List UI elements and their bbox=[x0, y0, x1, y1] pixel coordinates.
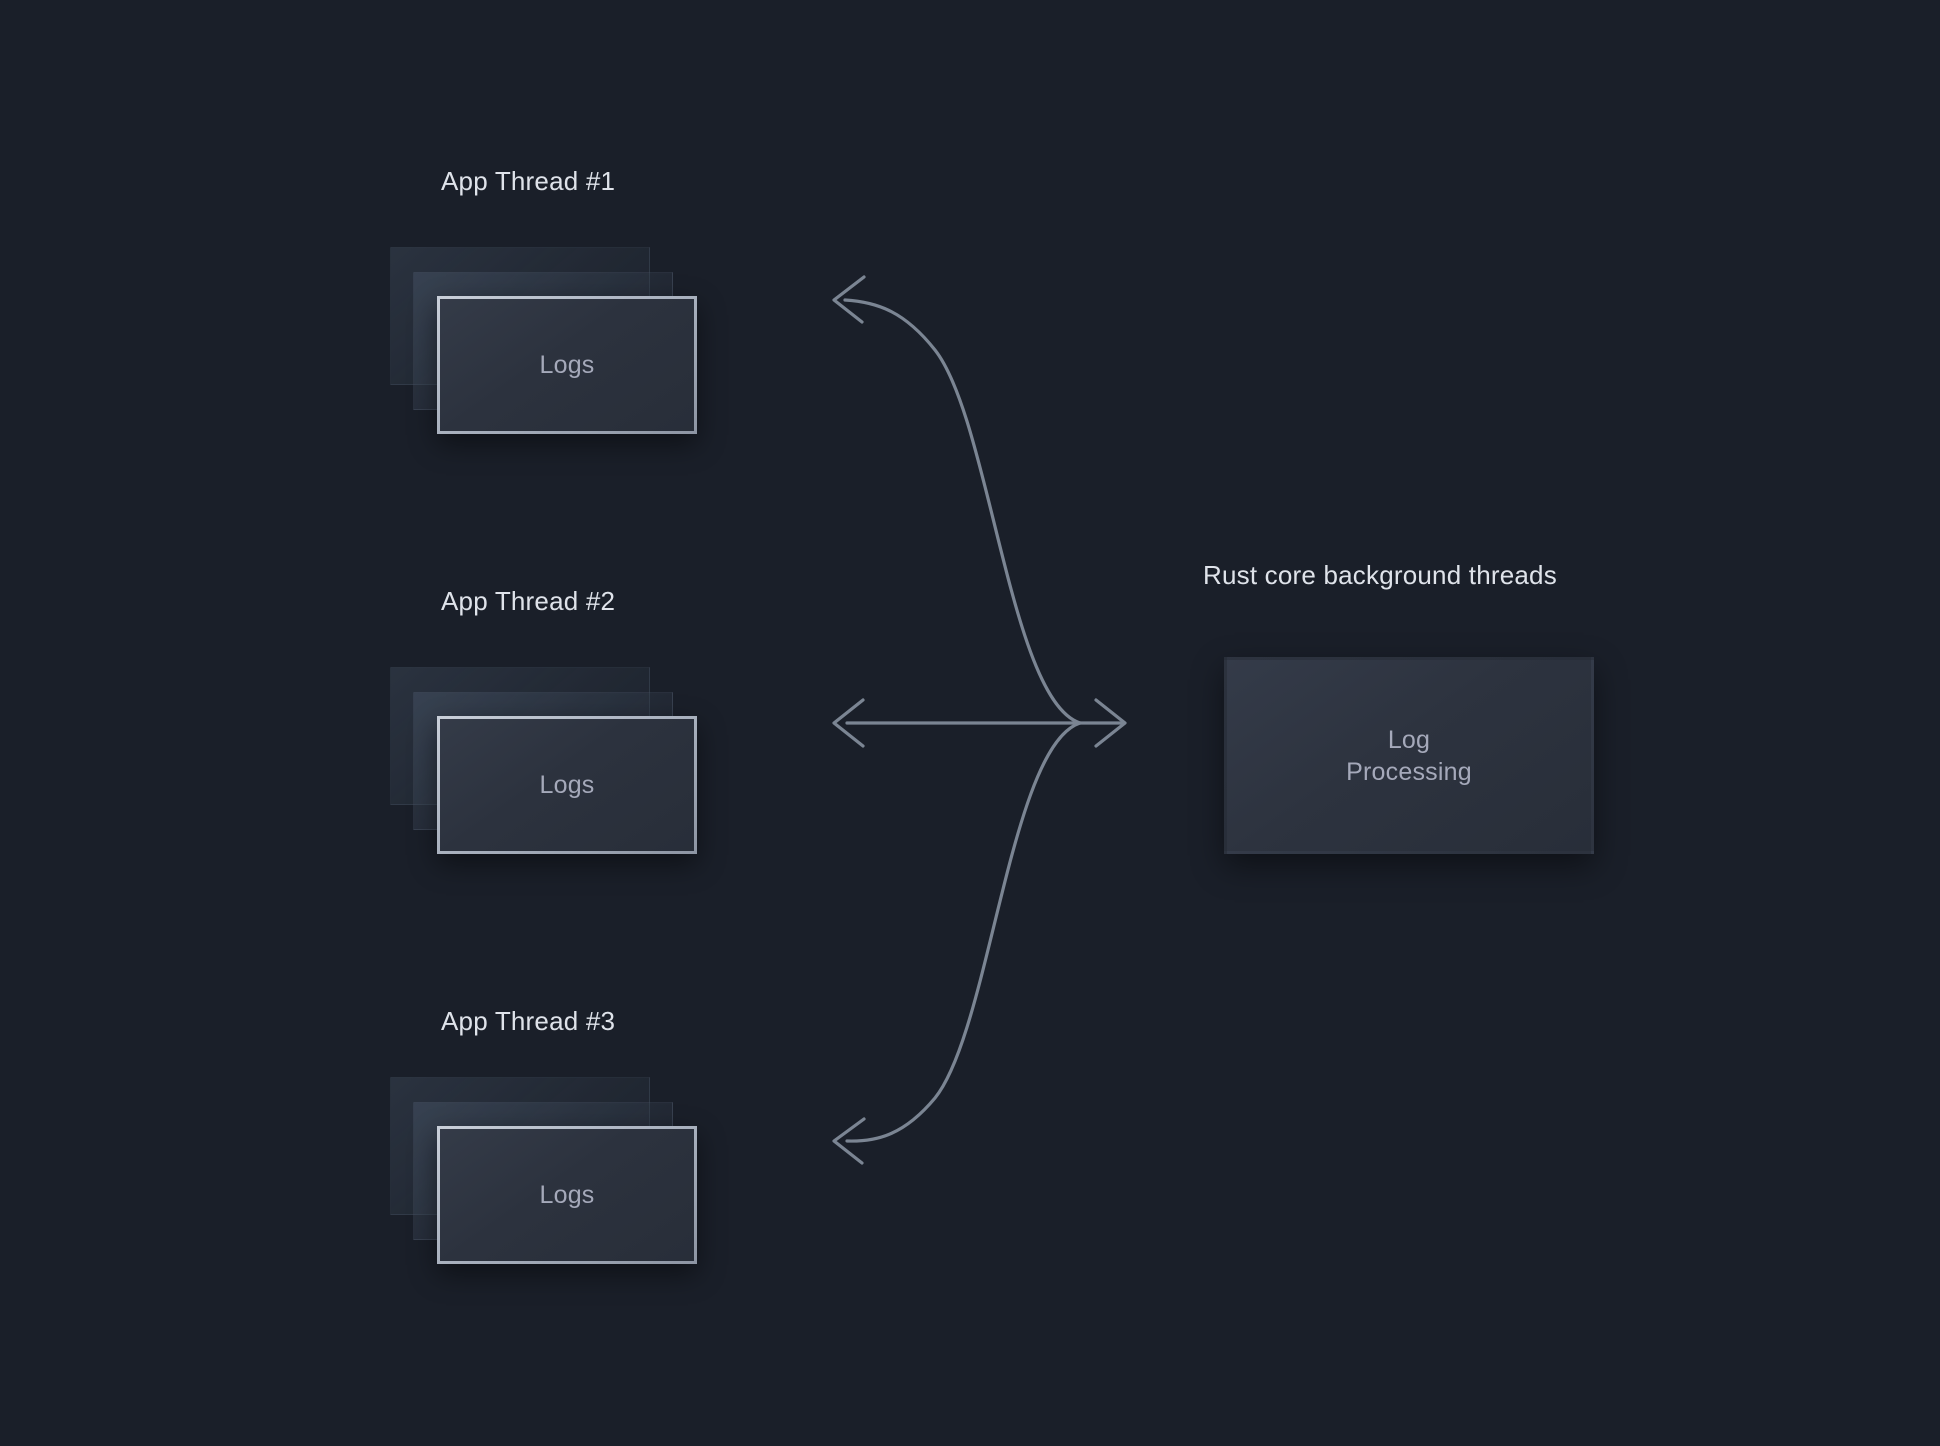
arrowhead-core-icon bbox=[1094, 698, 1127, 748]
thread-group-1: Logs bbox=[390, 247, 810, 547]
log-card-stack-1: Logs bbox=[390, 247, 720, 467]
flow-path-thread-1 bbox=[843, 298, 1082, 725]
log-card-front-3[interactable]: Logs bbox=[437, 1126, 697, 1264]
log-card-label-2: Logs bbox=[539, 771, 595, 799]
arrowhead-thread-2-icon bbox=[832, 698, 865, 748]
thread-group-2: Logs bbox=[390, 667, 810, 967]
thread-group-3: Logs bbox=[390, 1077, 810, 1377]
log-processing-box[interactable]: Log Processing bbox=[1224, 657, 1594, 854]
thread-title-2: App Thread #2 bbox=[441, 586, 616, 616]
arrowhead-thread-3-icon bbox=[832, 1117, 866, 1165]
log-card-stack-2: Logs bbox=[390, 667, 720, 887]
thread-title-3: App Thread #3 bbox=[441, 1006, 616, 1036]
log-card-label-1: Logs bbox=[539, 351, 595, 379]
flow-path-thread-3 bbox=[845, 721, 1082, 1143]
log-card-label-3: Logs bbox=[539, 1181, 595, 1209]
thread-title-1: App Thread #1 bbox=[441, 166, 616, 196]
arrowhead-thread-1-icon bbox=[832, 275, 866, 324]
log-card-stack-3: Logs bbox=[390, 1077, 720, 1297]
core-section-title: Rust core background threads bbox=[1203, 560, 1557, 590]
log-processing-label: Log Processing bbox=[1346, 725, 1472, 786]
log-card-front-2[interactable]: Logs bbox=[437, 716, 697, 854]
log-card-front-1[interactable]: Logs bbox=[437, 296, 697, 434]
